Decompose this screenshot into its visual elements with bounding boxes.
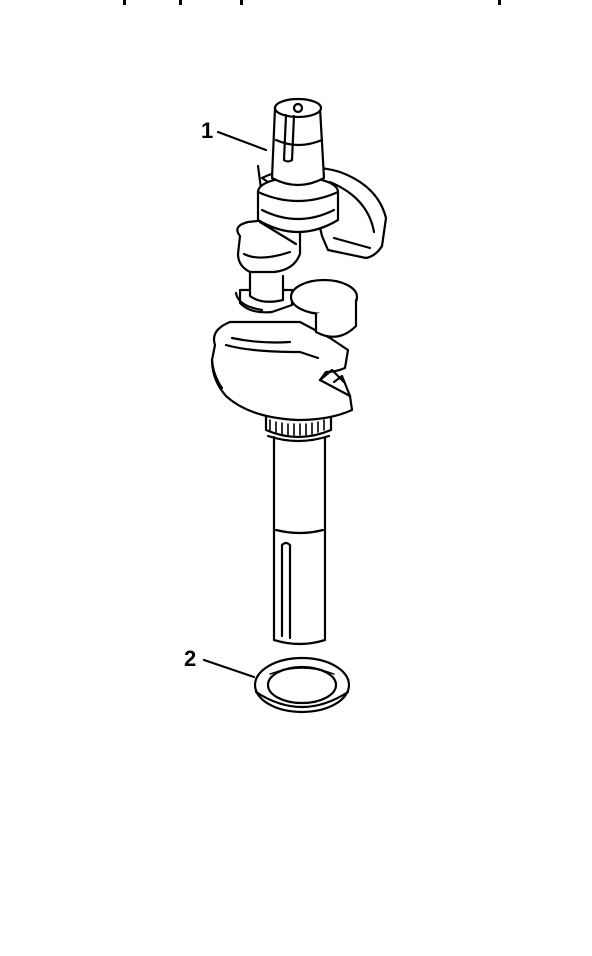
edge-mark bbox=[179, 0, 182, 5]
thrust-washer bbox=[253, 656, 351, 714]
crankshaft bbox=[210, 97, 388, 646]
main-journal bbox=[256, 175, 340, 234]
lower-counterweight bbox=[210, 320, 354, 422]
edge-mark bbox=[498, 0, 501, 5]
leader-line-1 bbox=[216, 130, 268, 152]
crank-pin bbox=[234, 270, 359, 338]
flywheel-taper bbox=[270, 97, 326, 187]
edge-mark bbox=[240, 0, 243, 5]
callout-1: 1 bbox=[201, 118, 214, 143]
edge-mark bbox=[123, 0, 126, 5]
callout-2: 2 bbox=[184, 646, 197, 671]
leader-line-2 bbox=[202, 658, 256, 679]
pto-shaft bbox=[272, 435, 327, 646]
